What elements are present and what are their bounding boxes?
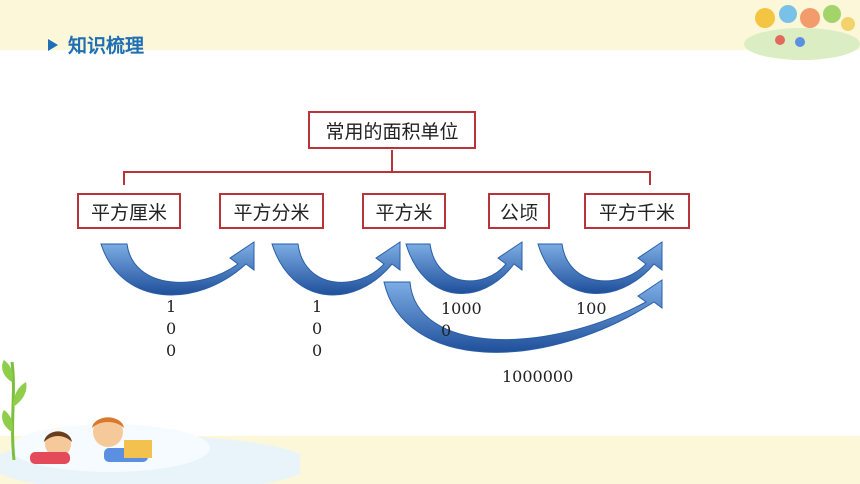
root-label: 常用的面积单位 [325, 120, 459, 143]
number-kids-decoration [744, 5, 860, 60]
unit-box-square-kilometer: 平方千米 [584, 193, 690, 229]
rate-label: 100 [576, 299, 607, 318]
conversion-arrows [100, 241, 663, 353]
section-title: 知识梳理 [68, 35, 145, 57]
children-reading-decoration [0, 360, 300, 484]
unit-label: 平方米 [375, 201, 433, 224]
rate-label: 100 [312, 297, 323, 360]
top-band [0, 0, 860, 50]
root-box: 常用的面积单位 [308, 111, 476, 149]
rate-label: 100 [166, 297, 177, 360]
unit-label: 平方千米 [598, 201, 675, 224]
unit-label: 平方厘米 [90, 201, 167, 224]
unit-box-square-decimeter: 平方分米 [219, 193, 324, 229]
triangle-bullet-icon [48, 38, 58, 51]
arrow-dm2-to-m2 [271, 241, 401, 296]
unit-box-square-meter: 平方米 [362, 193, 446, 229]
arrow-hectare-to-km2 [537, 241, 663, 294]
arrow-cm2-to-dm2 [100, 241, 255, 296]
unit-label: 公顷 [499, 201, 538, 224]
bracket-line [123, 150, 651, 185]
unit-box-square-centimeter: 平方厘米 [77, 193, 181, 229]
section-heading: 知识梳理 [48, 31, 144, 58]
unit-label: 平方分米 [233, 201, 310, 224]
unit-box-hectare: 公顷 [488, 193, 550, 229]
long-rate-label: 1000000 [502, 367, 574, 386]
arrow-m2-to-hectare [405, 241, 523, 294]
arrow-m2-to-km2 [383, 279, 663, 353]
rate-label: 10000 [441, 299, 482, 340]
